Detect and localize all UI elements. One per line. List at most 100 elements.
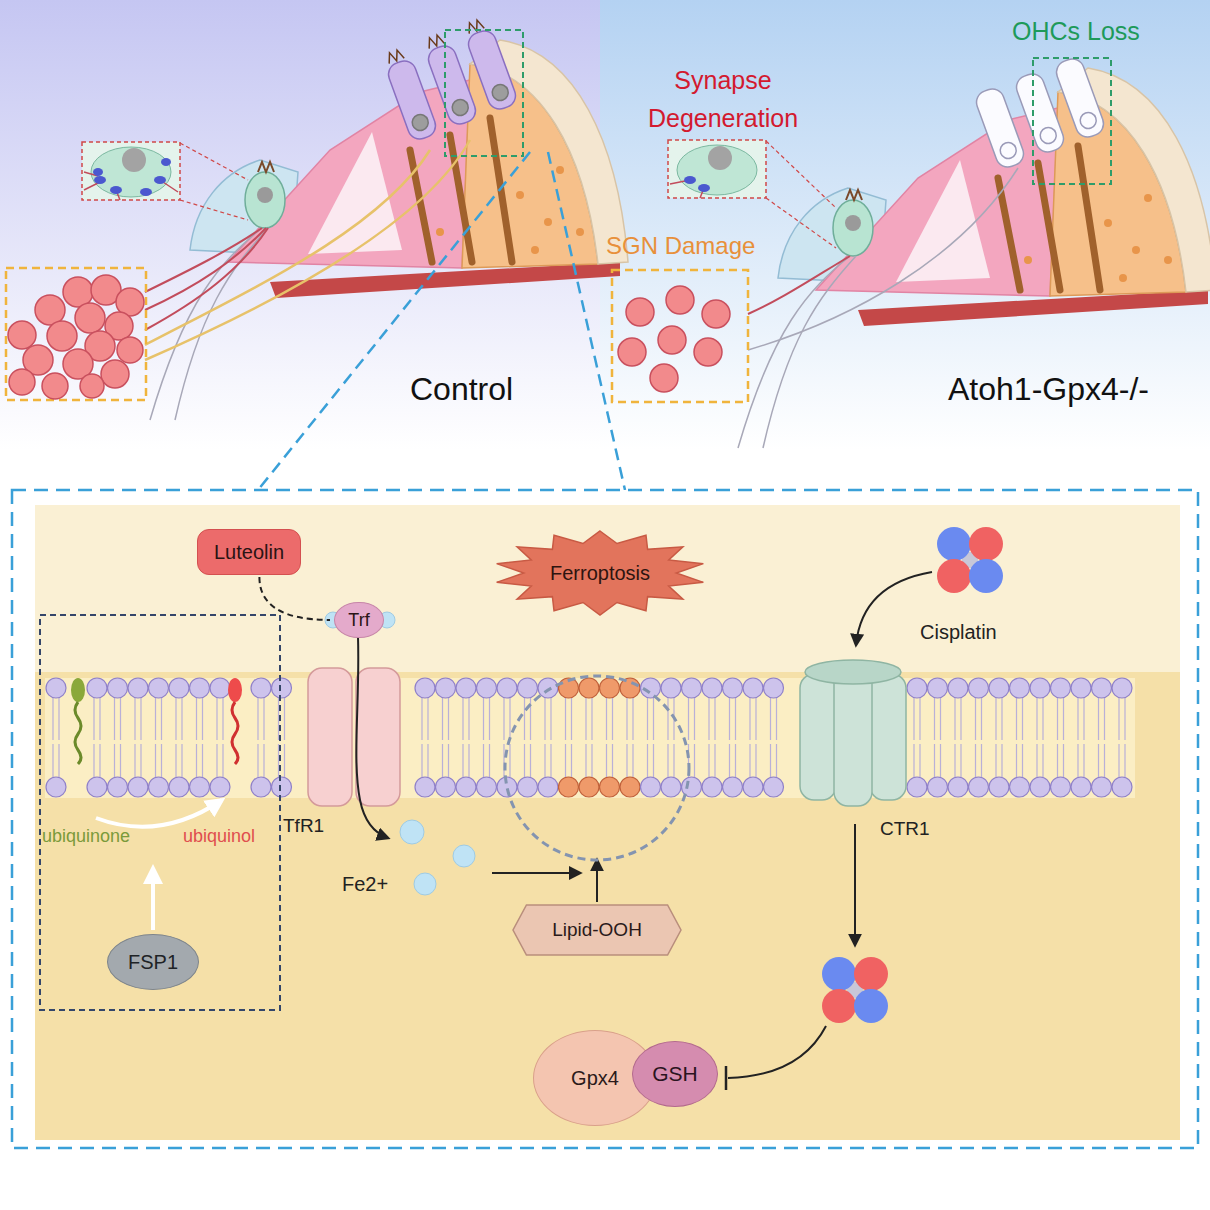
- inhibit-arrow: [728, 1026, 826, 1078]
- lipid-tail: [468, 744, 469, 777]
- lipid-head: [1010, 678, 1030, 698]
- lipid-head: [702, 777, 722, 797]
- lipid-tail: [591, 698, 592, 740]
- lipid-tail: [175, 744, 176, 777]
- lipid-head: [969, 678, 989, 698]
- lipid-head: [948, 777, 968, 797]
- spiral-ganglion-neuron: [618, 286, 730, 392]
- lipid-tail: [981, 698, 982, 740]
- oxidized-lipid-head: [579, 678, 599, 698]
- lipid-head: [1071, 777, 1091, 797]
- synapse-inset: [82, 142, 248, 220]
- lipid-tail: [934, 744, 935, 777]
- lipid-head: [928, 777, 948, 797]
- lipid-tail: [114, 698, 115, 740]
- lipid-head: [128, 678, 148, 698]
- ferroptosis-burst: Ferroptosis: [494, 531, 706, 615]
- lipid-hexagon: Lipid-OOH: [513, 905, 681, 955]
- lipid-tail: [462, 744, 463, 777]
- lipid-tail: [1057, 698, 1058, 740]
- reduction-arrow: [96, 800, 222, 827]
- lipid-head: [210, 678, 230, 698]
- lipid-tail: [550, 698, 551, 740]
- lipid-tail: [99, 744, 100, 777]
- group-label: Atoh1-Gpx4-/-: [948, 370, 1149, 408]
- protein-ellipse: Trf: [334, 602, 384, 639]
- lipid-head: [538, 678, 558, 698]
- lipid-head: [764, 777, 784, 797]
- lipid-tail: [626, 698, 627, 740]
- lipid-tail: [544, 698, 545, 740]
- lost-outer-hair-cell: [973, 56, 1107, 171]
- lipid-tail: [708, 744, 709, 777]
- reduction-arrow: [151, 868, 155, 930]
- lipid-tail: [1042, 698, 1043, 740]
- cisplatin-molecule: [937, 527, 1003, 593]
- lipid-tail: [93, 698, 94, 740]
- lipid-head: [87, 678, 107, 698]
- channel-label: TfR1: [283, 815, 324, 838]
- ion-label: Fe2+: [342, 872, 388, 896]
- lipid-tail: [155, 744, 156, 777]
- channel-label: CTR1: [880, 818, 930, 841]
- lipid-head: [989, 777, 1009, 797]
- lipid-tail: [52, 744, 53, 777]
- lipid-tail: [688, 698, 689, 740]
- lipid-tail: [612, 698, 613, 740]
- lipid-tail: [612, 744, 613, 777]
- group-label: Control: [410, 370, 513, 408]
- lipid-tail: [120, 698, 121, 740]
- lipid-tail: [647, 744, 648, 777]
- lipid-tail: [653, 698, 654, 740]
- lipid-tail: [694, 744, 695, 777]
- lipid-tail: [919, 744, 920, 777]
- lipid-tail: [489, 744, 490, 777]
- lipid-tail: [770, 698, 771, 740]
- lipid-tail: [606, 744, 607, 777]
- lipid-head: [1051, 678, 1071, 698]
- lipid-head: [1030, 777, 1050, 797]
- node-label: Lipid-OOH: [552, 919, 642, 941]
- lipid-tail: [155, 698, 156, 740]
- lipid-tail: [913, 698, 914, 740]
- lipid-tail: [257, 744, 258, 777]
- lipid-tail: [1016, 744, 1017, 777]
- cytoplasm-ground: [35, 672, 1180, 1140]
- node-label: Trf: [348, 610, 369, 631]
- lipid-tail: [940, 744, 941, 777]
- lipid-tail: [585, 744, 586, 777]
- lipid-tail: [427, 698, 428, 740]
- lipid-tail: [995, 744, 996, 777]
- lipid-tail: [448, 698, 449, 740]
- lipid-tail: [1104, 698, 1105, 740]
- lipid-tail: [1016, 698, 1017, 740]
- lipid-tail: [202, 698, 203, 740]
- transport-arrow: [356, 637, 388, 838]
- lipid-head: [477, 777, 497, 797]
- lipid-tail: [489, 698, 490, 740]
- lipid-tail: [524, 698, 525, 740]
- lipid-tail: [99, 698, 100, 740]
- lipid-tail: [571, 698, 572, 740]
- lipid-head: [723, 678, 743, 698]
- lipid-tail: [1063, 698, 1064, 740]
- lipid-head: [682, 678, 702, 698]
- lipid-tail: [1083, 744, 1084, 777]
- lipid-tail: [58, 744, 59, 777]
- lipid-tail: [134, 698, 135, 740]
- lipid-tail: [714, 698, 715, 740]
- lipid-head: [108, 678, 128, 698]
- ubiquinol-molecule: [228, 678, 242, 764]
- lipid-head: [169, 777, 189, 797]
- lipid-head: [497, 678, 517, 698]
- node-label: Luteolin: [214, 541, 284, 564]
- lipid-tail: [1124, 698, 1125, 740]
- lipid-tail: [729, 698, 730, 740]
- node-label: Gpx4: [571, 1067, 619, 1090]
- lipid-tail: [960, 698, 961, 740]
- lipid-tail: [509, 744, 510, 777]
- lipid-head: [1051, 777, 1071, 797]
- lipid-tail: [1001, 698, 1002, 740]
- inhibit-bar: [725, 1066, 728, 1090]
